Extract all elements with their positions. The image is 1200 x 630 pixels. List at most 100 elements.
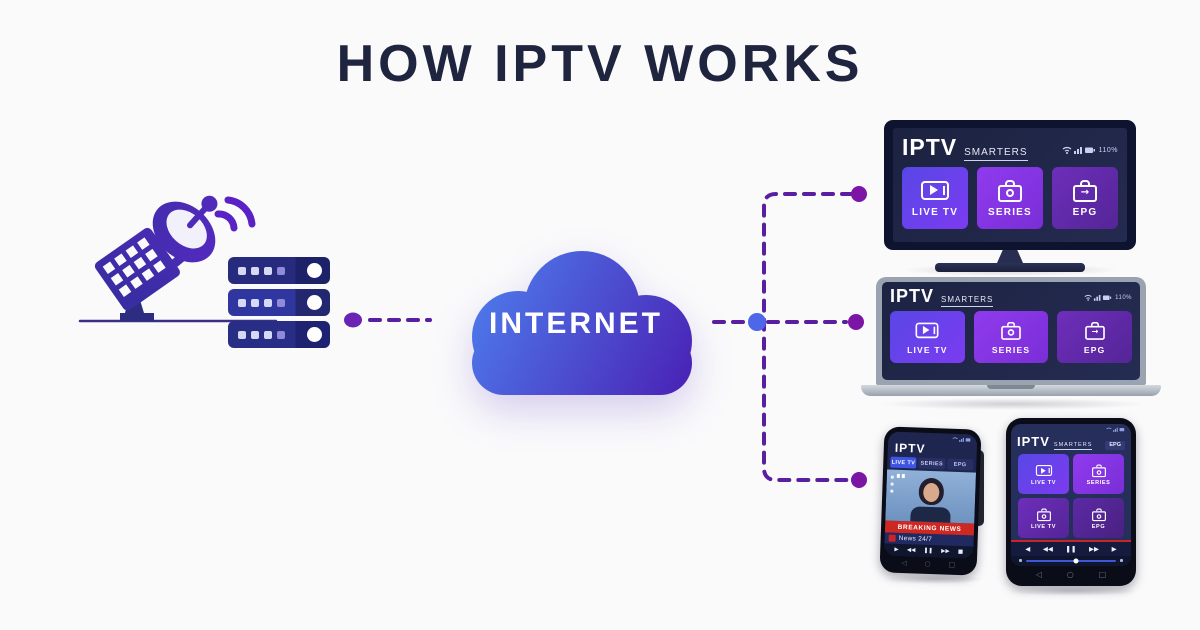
series-tile[interactable]: SERIES [1073, 454, 1124, 494]
status-bar [1106, 424, 1131, 433]
server-led [251, 330, 259, 339]
nav-recent-icon[interactable]: □ [948, 560, 956, 569]
tile-label: LIVE TV [911, 207, 959, 218]
server-led [238, 330, 246, 339]
live-tv-tile[interactable]: LIVE TV [902, 167, 968, 229]
tile-label: EPG [1072, 207, 1098, 218]
tablet-app-screen: IPTV SMARTERS EPG LIVE TV SERIES [1011, 424, 1131, 566]
phone-app-screen: IPTV LIVE TV SERIES EPG BREAKING NEWS Ne… [884, 431, 978, 559]
series-tile[interactable]: SERIES [973, 311, 1049, 363]
series-icon [1001, 324, 1021, 339]
app-brand-sub: SMARTERS [941, 295, 994, 307]
phone-tabs: LIVE TV SERIES EPG [887, 456, 976, 471]
server-led [277, 330, 285, 339]
live-tv-tile[interactable]: LIVE TV [1018, 454, 1069, 494]
prev-button[interactable]: ◀ [1025, 544, 1031, 553]
live-tv-icon [921, 180, 949, 200]
epg-tile[interactable]: EPG [1073, 498, 1124, 538]
forward-button[interactable]: ▶▶ [1089, 544, 1100, 553]
tablet-tile-grid: LIVE TV SERIES LIVE TV EPG [1011, 452, 1131, 540]
epg-tile[interactable]: → EPG [1052, 167, 1118, 229]
progress-line [1011, 540, 1131, 542]
server-led [277, 298, 285, 307]
status-text: 110% [1098, 146, 1118, 154]
internet-cloud: INTERNET [472, 251, 692, 395]
tab-epg[interactable]: EPG [946, 458, 974, 471]
tile-label: SERIES [988, 207, 1032, 218]
seek-bar[interactable] [1011, 555, 1131, 566]
nav-back-icon[interactable]: ◁ [901, 559, 908, 568]
tile-label: LIVE TV [1031, 479, 1056, 486]
epg-tile[interactable]: → EPG [1057, 311, 1133, 363]
server-unit [228, 289, 330, 316]
tab-live-tv[interactable]: LIVE TV [890, 456, 917, 469]
tile-label: EPG [1083, 344, 1106, 355]
wifi-signal-battery-icon [1084, 294, 1112, 301]
play-button[interactable]: ▶ [894, 546, 899, 553]
server-led [264, 266, 272, 275]
phone-bezel: IPTV LIVE TV SERIES EPG BREAKING NEWS Ne… [879, 426, 982, 576]
pause-button[interactable]: ❚❚ [1065, 544, 1077, 553]
satellite-dish-icon [78, 195, 278, 323]
stop-button[interactable]: ■ [957, 549, 964, 556]
dot-laptop [848, 314, 864, 330]
nav-recent-icon[interactable]: □ [1098, 569, 1107, 579]
video-overlay-icons [896, 473, 905, 479]
server-led [251, 266, 259, 275]
server-led [277, 266, 285, 275]
pause-button[interactable]: ❚❚ [923, 547, 933, 555]
forward-button[interactable]: ▶▶ [941, 548, 950, 555]
tile-label: SERIES [991, 344, 1031, 355]
server-led [238, 298, 246, 307]
laptop-device: IPTV SMARTERS 1 [861, 277, 1161, 396]
page-title: HOW IPTV WORKS [336, 35, 864, 93]
nav-back-icon[interactable]: ◁ [1035, 569, 1042, 579]
seek-handle[interactable] [1073, 558, 1078, 564]
dot-tv [851, 186, 867, 202]
series-icon [998, 184, 1022, 202]
nav-home-icon[interactable]: ○ [924, 559, 931, 569]
live-tv-icon [1035, 464, 1052, 476]
news-video[interactable] [885, 469, 977, 524]
tv-stand-neck [997, 250, 1023, 263]
next-button[interactable]: ▶ [1111, 544, 1117, 553]
wifi-signal-battery-icon [952, 437, 971, 442]
laptop-shadow [878, 398, 1148, 410]
seek-track[interactable] [1026, 558, 1116, 564]
tablet-shadow [1008, 586, 1138, 596]
tab-series[interactable]: SERIES [918, 457, 946, 470]
epg-icon [1091, 510, 1106, 521]
live-tv-tile-2[interactable]: LIVE TV [1018, 498, 1069, 538]
app-brand: IPTV [890, 286, 935, 306]
dot-junction [748, 313, 766, 331]
ticker-text: News 24/7 [898, 535, 933, 544]
phone-device: IPTV LIVE TV SERIES EPG BREAKING NEWS Ne… [879, 426, 982, 576]
epg-chip[interactable]: EPG [1105, 440, 1125, 450]
status-text: 110% [1115, 294, 1132, 301]
epg-icon: → [1073, 184, 1097, 202]
server-drive-icon [307, 263, 322, 278]
rewind-button[interactable]: ◀◀ [906, 547, 916, 554]
tablet-device: IPTV SMARTERS EPG LIVE TV SERIES [1006, 418, 1136, 586]
internet-label: INTERNET [489, 307, 663, 340]
series-tile[interactable]: SERIES [977, 167, 1043, 229]
live-tv-tile[interactable]: LIVE TV [890, 311, 965, 363]
status-bar [952, 434, 977, 444]
media-controls: ◀ ◀◀ ❚❚ ▶▶ ▶ [1011, 541, 1131, 556]
server-led [251, 298, 259, 307]
server-led [264, 330, 272, 339]
news-anchor-body [909, 506, 951, 523]
video-side-menu [890, 475, 894, 493]
server-rack [228, 257, 330, 353]
dot-server [344, 312, 362, 328]
tile-label: SERIES [1086, 479, 1111, 486]
laptop-notch [987, 385, 1035, 389]
live-tv-icon [1036, 510, 1051, 521]
seek-end-icon [1120, 559, 1123, 563]
tile-label: LIVE TV [907, 344, 948, 355]
wifi-signal-battery-icon [1062, 146, 1095, 154]
nav-home-icon[interactable]: ○ [1066, 569, 1074, 579]
tile-label: EPG [1091, 523, 1106, 530]
rewind-button[interactable]: ◀◀ [1042, 544, 1053, 553]
